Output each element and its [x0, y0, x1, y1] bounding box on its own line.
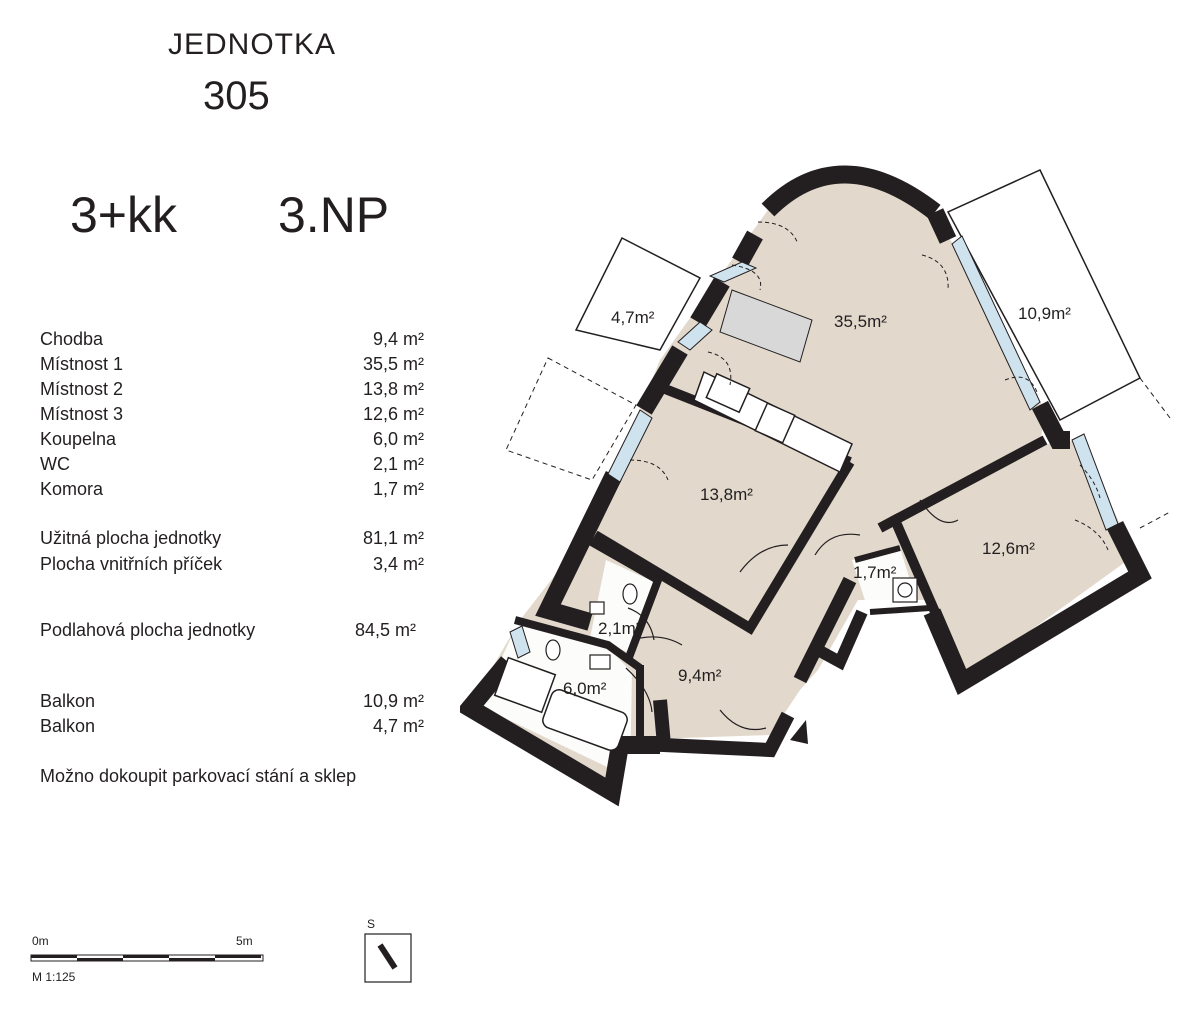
scale-end-label: 5m	[236, 934, 253, 948]
area-label: Chodba	[40, 329, 104, 349]
total-label: Užitná plocha jednotky	[40, 528, 222, 548]
layout-type: 3+kk	[70, 187, 178, 243]
bathtub-icon	[542, 689, 628, 751]
total-label: Plocha vnitřních příček	[40, 554, 223, 574]
balcony-label: Balkon	[40, 691, 96, 711]
scale-start-label: 0m	[32, 934, 49, 948]
total-value: 81,1 m²	[362, 528, 424, 548]
stove-icon	[754, 402, 796, 444]
area-value: 1,7 m²	[372, 479, 424, 499]
entrance-arrow-icon	[790, 720, 808, 744]
label-balcony-large: 10,9m²	[1018, 304, 1071, 323]
balcony-large	[946, 169, 1141, 422]
area-value: 2,1 m²	[372, 454, 424, 474]
area-row: Místnost 2 13,8 m²	[40, 379, 424, 403]
compass-label: S	[367, 917, 376, 931]
area-value: 12,6 m²	[362, 404, 424, 424]
scale-ratio: M 1:125	[32, 970, 76, 984]
label-room2: 13,8m²	[700, 485, 753, 504]
area-row: Chodba 9,4 m²	[40, 329, 424, 353]
scale-bar	[30, 954, 264, 962]
total-row: Plocha vnitřních příček 3,4 m²	[40, 554, 424, 578]
area-value: 6,0 m²	[372, 429, 424, 449]
area-row: Místnost 3 12,6 m²	[40, 404, 424, 428]
windows	[509, 235, 1119, 659]
floor-area-value: 84,5 m²	[354, 620, 416, 640]
floor-area-label: Podlahová plocha jednotky	[40, 620, 256, 640]
washer-icon	[892, 577, 918, 603]
purchase-note: Možno dokoupit parkovací stání a sklep	[40, 766, 357, 786]
exterior-wall	[732, 230, 763, 267]
balcony-left-dashed	[505, 357, 637, 481]
balcony-row: Balkon 4,7 m²	[40, 716, 424, 740]
balcony-large-dashed-edge-lower	[1139, 511, 1171, 529]
area-value: 9,4 m²	[372, 329, 424, 349]
label-bath: 6,0m²	[563, 679, 607, 698]
area-row: Komora 1,7 m²	[40, 479, 424, 503]
compass-icon	[364, 933, 412, 983]
exterior-wall	[653, 699, 795, 758]
exterior-wall	[535, 471, 623, 631]
area-label: Koupelna	[40, 429, 117, 449]
area-row: Místnost 1 35,5 m²	[40, 354, 424, 378]
area-row: Koupelna 6,0 m²	[40, 429, 424, 453]
exterior-wall	[636, 345, 688, 415]
balcony-label: Balkon	[40, 716, 96, 736]
toilet-icon-wc	[622, 583, 638, 605]
label-room3: 12,6m²	[982, 539, 1035, 558]
area-label: Místnost 1	[40, 354, 124, 374]
label-hall: 9,4m²	[678, 666, 722, 685]
area-label: WC	[40, 454, 70, 474]
exterior-wall	[761, 165, 941, 220]
balcony-value: 10,9 m²	[362, 691, 424, 711]
washbasin-icon	[589, 654, 611, 670]
exterior-wall	[793, 576, 857, 684]
balcony-row: Balkon 10,9 m²	[40, 691, 424, 715]
floor-plan: 4,7m² 35,5m² 10,9m² 13,8m² 12,6m² 1,7m² …	[460, 165, 1171, 807]
sink-icon	[705, 372, 751, 414]
door-arcs	[625, 499, 959, 731]
unit-number: 305	[203, 74, 270, 118]
area-label: Komora	[40, 479, 104, 499]
area-value: 13,8 m²	[362, 379, 424, 399]
exterior-wall	[1031, 400, 1070, 449]
area-label: Místnost 3	[40, 404, 124, 424]
balcony-large-dashed-edge	[1139, 377, 1171, 419]
total-row: Užitná plocha jednotky 81,1 m²	[40, 528, 424, 552]
label-wc: 2,1m²	[598, 619, 642, 638]
label-living: 35,5m²	[834, 312, 887, 331]
exterior-wall	[690, 277, 730, 327]
label-balcony-small: 4,7m²	[611, 308, 655, 327]
total-value: 3,4 m²	[372, 554, 424, 574]
balcony-value: 4,7 m²	[372, 716, 424, 736]
exterior-wall	[460, 656, 660, 807]
wc-floor	[590, 560, 654, 652]
washer-drum-icon	[897, 582, 913, 598]
exterior-wall	[926, 208, 957, 244]
area-value: 35,5 m²	[362, 354, 424, 374]
toilet-icon	[545, 639, 561, 661]
shower-icon	[493, 656, 557, 714]
balcony-small	[574, 236, 702, 351]
unit-label: JEDNOTKA	[168, 28, 337, 61]
exterior-wall	[815, 609, 868, 671]
wc-basin-icon	[589, 601, 605, 615]
label-storage: 1,7m²	[853, 563, 897, 582]
area-row: WC 2,1 m²	[40, 454, 424, 478]
door-swings	[629, 221, 1109, 551]
floor-label: 3.NP	[278, 187, 390, 243]
island-counter	[719, 289, 813, 363]
area-label: Místnost 2	[40, 379, 124, 399]
floor-area-row: Podlahová plocha jednotky 84,5 m²	[40, 620, 416, 644]
exterior-wall	[923, 520, 1152, 696]
